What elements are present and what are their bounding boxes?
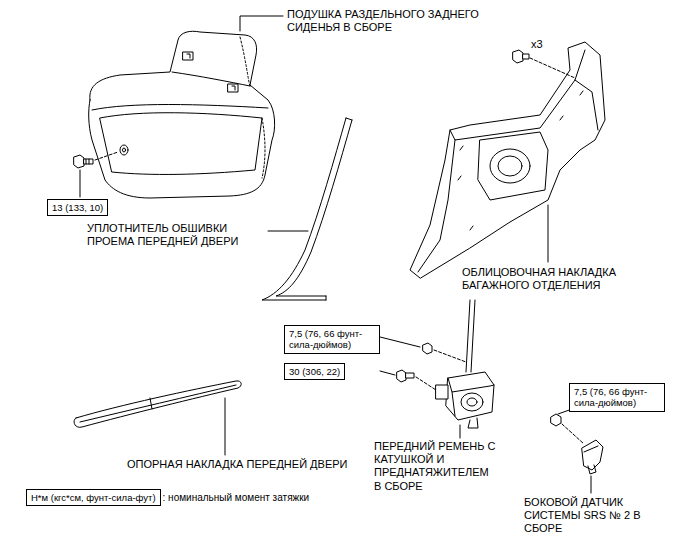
part-name: : номинальный момент затяжки <box>163 492 310 504</box>
torque-value: 7,5 (76, 66 фунт-сила-дюймов) <box>574 386 660 409</box>
torque-spec-box: 7,5 (76, 66 фунт-сила-дюймов) <box>284 325 380 354</box>
torque-spec-box: 7,5 (76, 66 фунт-сила-дюймов) <box>569 383 665 412</box>
part-name: УПЛОТНИТЕЛЬ ОБШИВКИ ПРОЕМА ПЕРЕДНЕЙ ДВЕР… <box>87 222 265 248</box>
part-name: ОБЛИЦОВОЧНАЯ НАКЛАДКА БАГАЖНОГО ОТДЕЛЕНИ… <box>462 266 640 292</box>
part-name: БОКОВОЙ ДАТЧИК СИСТЕМЫ SRS № 2 В СБОРЕ <box>524 496 642 536</box>
srs-sensor <box>551 414 603 474</box>
seat-cushion <box>89 31 275 198</box>
part-name: ПОДУШКА РАЗДЕЛЬНОГО ЗАДНЕГО СИДЕНЬЯ В СБ… <box>287 8 519 34</box>
torque-value: Н*м (кгс*см, фунт-сила-фут) <box>31 492 156 503</box>
torque-spec-box: 13 (133, 10) <box>47 199 108 216</box>
torque-spec-box: Н*м (кгс*см, фунт-сила-фут) <box>26 489 161 506</box>
leader-line <box>380 371 395 375</box>
bolt-symbol <box>397 343 466 390</box>
leader-line <box>548 205 549 262</box>
part-name: ПЕРЕДНИЙ РЕМЕНЬ С КАТУШКОЙ И ПРЕДНАТЯЖИТ… <box>374 440 496 493</box>
leader-line <box>268 231 308 232</box>
torque-value: 7,5 (76, 66 фунт-сила-дюймов) <box>289 328 375 351</box>
leader-line <box>225 398 226 455</box>
leader-line <box>591 476 592 493</box>
part-name: ОПОРНАЯ НАКЛАДКА ПЕРЕДНЕЙ ДВЕРИ <box>127 458 347 471</box>
door-scuff-plate <box>74 381 241 427</box>
door-seal <box>262 118 352 300</box>
trunk-trim-panel <box>410 42 605 278</box>
torque-value: 30 (306, 22) <box>289 366 340 377</box>
torque-value: 13 (133, 10) <box>52 202 103 213</box>
seat-belt-retractor <box>436 300 494 428</box>
quantity-mark: x3 <box>531 38 543 51</box>
leader-line <box>380 337 420 347</box>
leader-line <box>80 170 81 197</box>
leader-line <box>240 16 283 31</box>
bolt-symbol <box>74 145 128 168</box>
torque-spec-box: 30 (306, 22) <box>284 363 345 380</box>
bolt-symbol <box>513 50 575 78</box>
leader-line <box>460 425 461 438</box>
